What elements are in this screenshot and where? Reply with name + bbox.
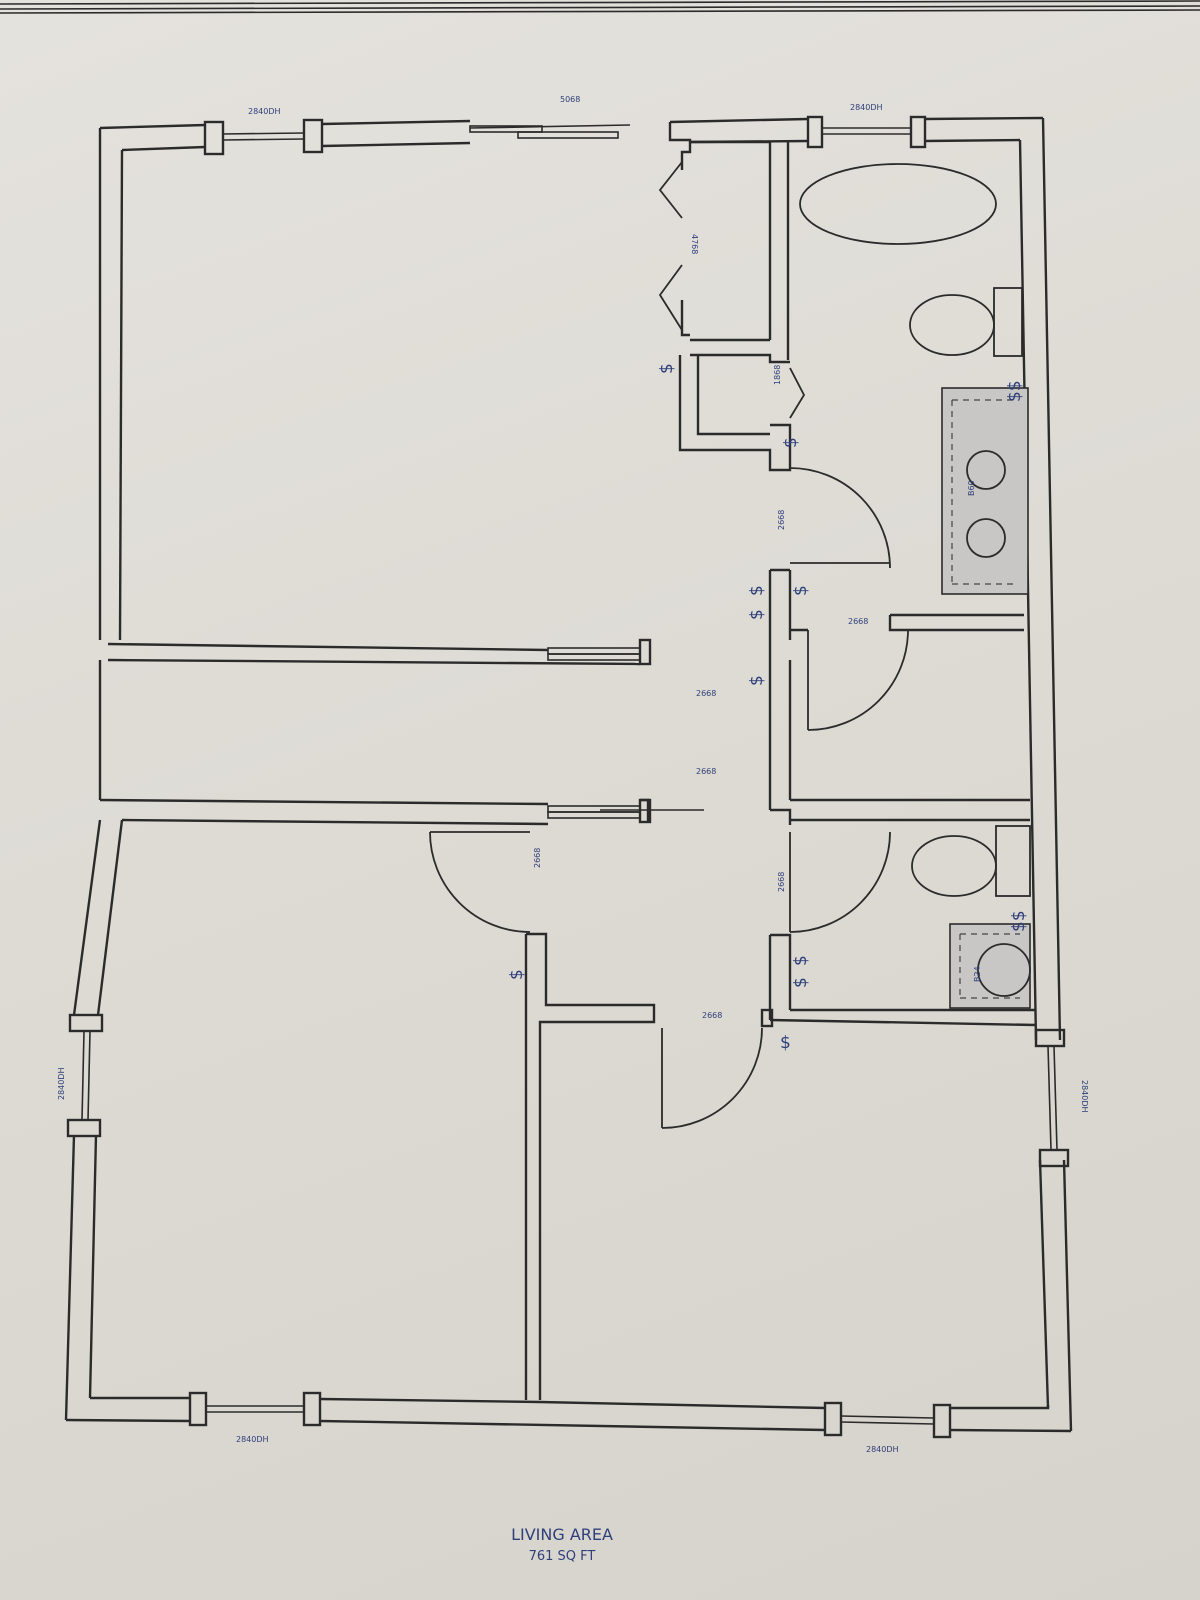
- window-bottom-right: 2840DH: [823, 1401, 952, 1454]
- light-switches: $ $ $$ $ $ $ $ $ $ $ $$ $: [507, 363, 1029, 1053]
- door-label: 4768: [690, 234, 699, 254]
- interior-walls: [99, 122, 1037, 1400]
- switch-symbol: $: [747, 585, 767, 596]
- caption-area: 761 SQ FT: [529, 1549, 596, 1564]
- window-label: 2840DH: [1080, 1080, 1089, 1113]
- doors: 4768 1868 2668 2668 2668 2668 2668: [429, 161, 909, 1129]
- window-right: 2840DH: [1034, 1028, 1089, 1168]
- linen-door: 2668: [807, 617, 909, 731]
- caption-title: LIVING AREA: [511, 1525, 613, 1544]
- switch-symbol: $: [791, 977, 811, 988]
- switch-symbol: $$: [1009, 910, 1029, 932]
- window-label: 2840DH: [866, 1445, 899, 1454]
- door-label-hall-upper: 2668: [696, 689, 716, 698]
- closet-sliders: [547, 638, 704, 824]
- hall-bath-fixtures: B24: [911, 825, 1031, 1009]
- window-bottom-left: 2840DH: [188, 1391, 322, 1444]
- door-label: 2668: [777, 872, 786, 892]
- window-top-left: 2840DH: [203, 107, 324, 156]
- toilet-master: [909, 287, 1023, 357]
- title-border: [0, 0, 1200, 14]
- door-label: 2668: [702, 1011, 722, 1020]
- plan-caption: LIVING AREA 761 SQ FT: [511, 1525, 613, 1564]
- door-label: 2668: [848, 617, 868, 626]
- door-label: 2668: [533, 848, 542, 868]
- door-label: 1868: [773, 365, 782, 385]
- vanity-label: B24: [973, 966, 982, 982]
- toilet-hall: [911, 825, 1031, 897]
- window-label: 2840DH: [248, 107, 281, 116]
- window-label: 2840DH: [236, 1435, 269, 1444]
- exterior-walls: [64, 116, 1073, 1433]
- switch-symbol: $: [507, 969, 527, 980]
- master-bath-fixtures: B60: [799, 163, 1029, 595]
- window-label: 2840DH: [57, 1067, 66, 1100]
- switch-symbol: $: [780, 1033, 791, 1053]
- switch-symbol: $: [791, 585, 811, 596]
- door-label: 2668: [777, 510, 786, 530]
- bedroom-right-door: 2668: [661, 1008, 774, 1129]
- door-label: 5068: [560, 95, 580, 104]
- bathtub: [799, 163, 997, 245]
- door-label-hall-lower: 2668: [696, 767, 716, 776]
- vanity-hall: B24: [949, 923, 1031, 1009]
- switch-symbol: $: [657, 363, 677, 374]
- window-left: 2840DH: [57, 1013, 104, 1138]
- window-label: 2840DH: [850, 103, 883, 112]
- bedroom-left-door: 2668: [429, 831, 542, 933]
- windows: 2840DH 2840DH 2840DH 2840DH: [57, 103, 1089, 1454]
- switch-symbol: $: [747, 609, 767, 620]
- hall-bath-door: 2668: [777, 831, 891, 933]
- master-bath-door: 2668: [777, 467, 891, 569]
- window-top-right: 2840DH: [806, 103, 927, 149]
- vanity-master: B60: [941, 387, 1029, 595]
- switch-symbol: $$: [1005, 380, 1025, 402]
- switch-symbol: $: [747, 675, 767, 686]
- small-closet-door: 1868: [773, 365, 806, 419]
- sliding-door-top: 5068: [469, 95, 631, 139]
- bifold-door: 4768: [658, 161, 699, 331]
- vanity-label: B60: [967, 480, 976, 496]
- switch-symbol: $: [781, 437, 801, 448]
- switch-symbol: $: [791, 955, 811, 966]
